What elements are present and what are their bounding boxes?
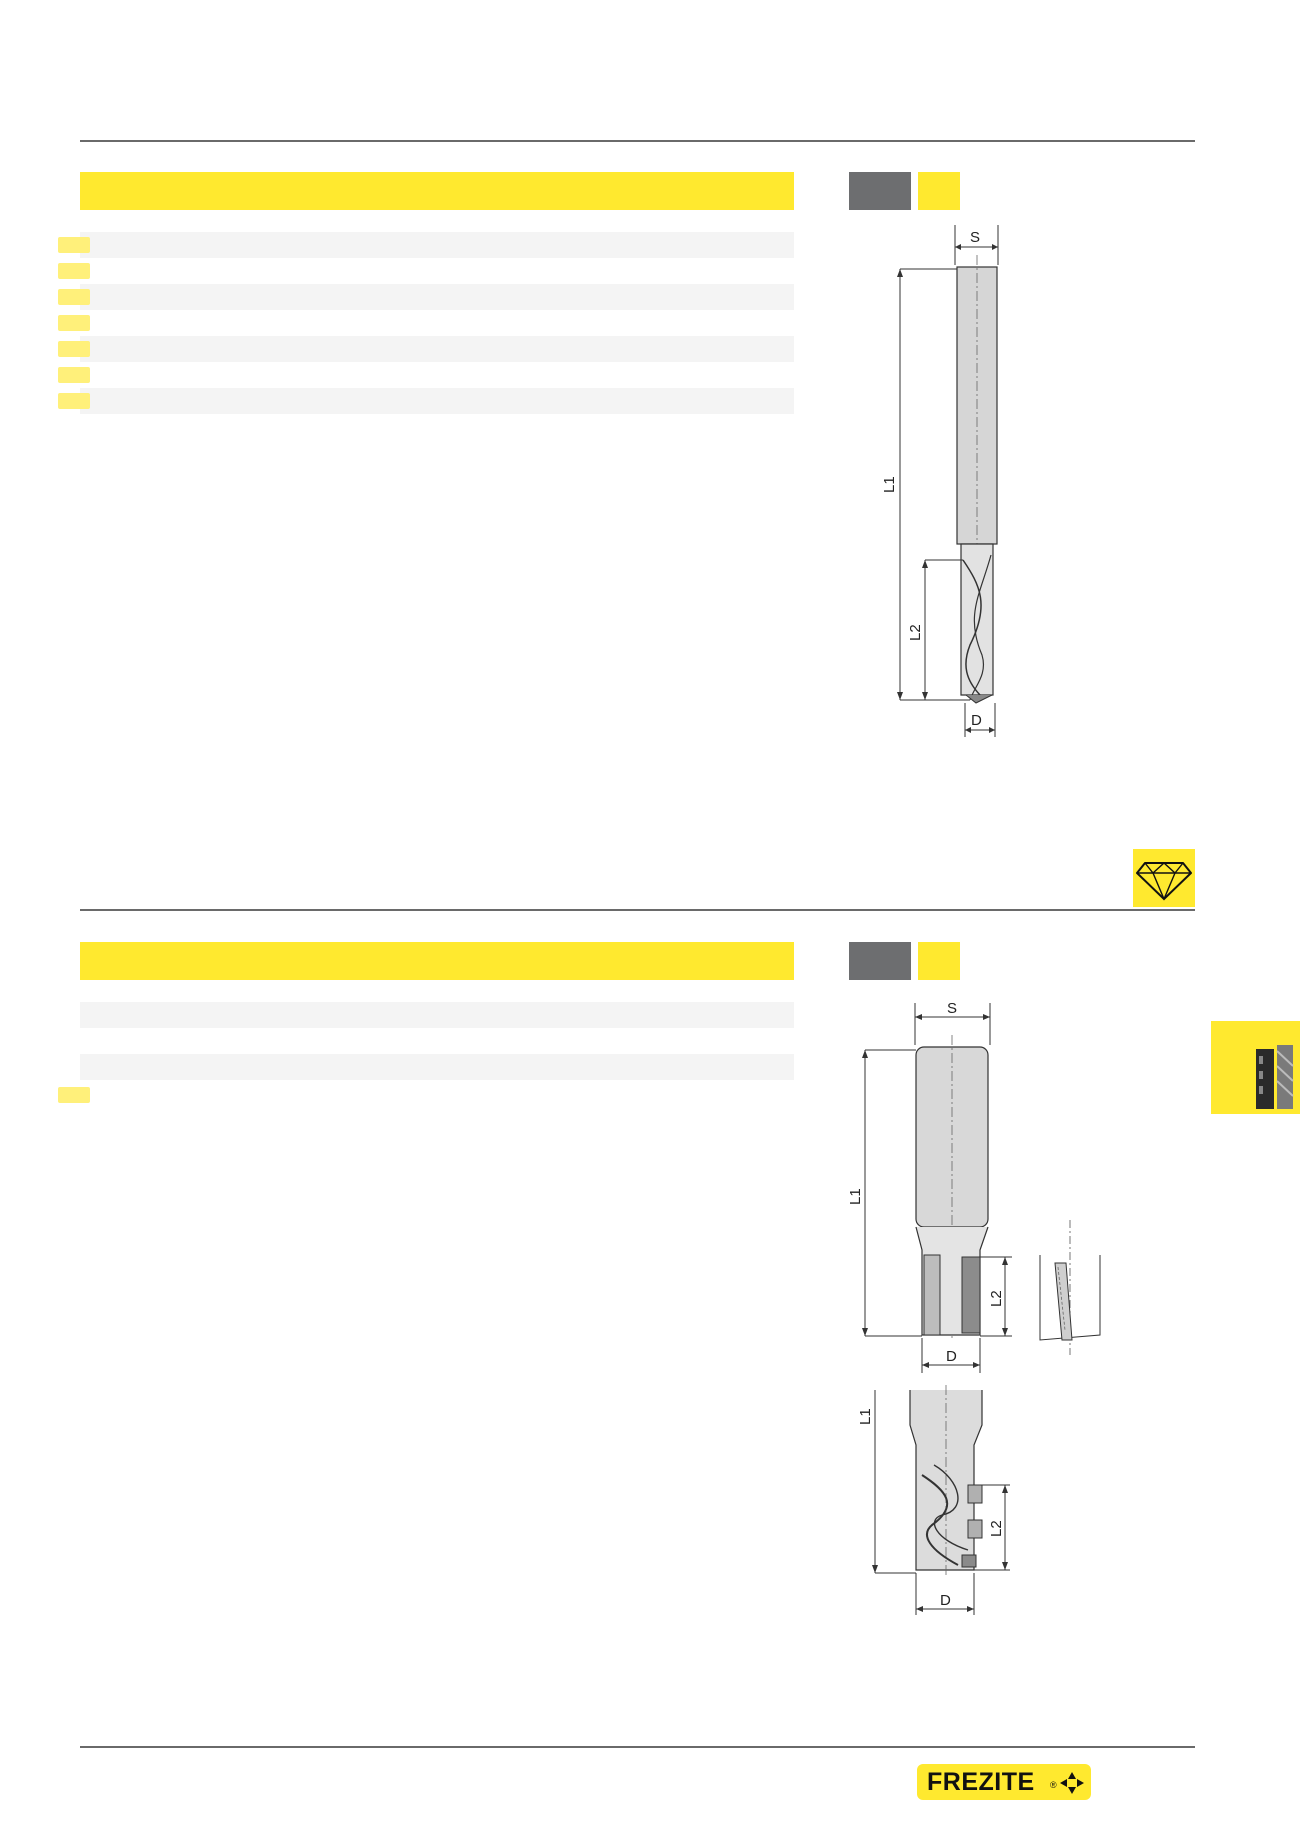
top-rule xyxy=(80,140,1195,142)
router-bit-drawing-3: L1 L2 D xyxy=(857,1385,1010,1615)
router-bit-drawing-2: S L1 L2 D xyxy=(847,1000,1101,1373)
frezite-logo: FREZITE ® xyxy=(917,1764,1091,1800)
dim-label-s2: S xyxy=(947,1000,957,1017)
section2-header-bar xyxy=(80,942,794,980)
section1-header-bar xyxy=(80,172,794,210)
row-badge xyxy=(58,263,90,279)
table-row xyxy=(80,362,794,388)
dim-label-d3: D xyxy=(940,1592,951,1609)
table-row xyxy=(80,1028,794,1054)
table-row xyxy=(80,310,794,336)
logo-arrows-icon xyxy=(1060,1772,1084,1794)
dim-label-d2: D xyxy=(946,1348,957,1365)
row-badge xyxy=(58,367,90,383)
diamond-icon-box xyxy=(1133,849,1195,907)
dim-label-l2-2: L2 xyxy=(988,1290,1005,1307)
dim-label-l1: L1 xyxy=(881,476,898,493)
section1-tag-yellow xyxy=(918,172,960,210)
router-bit-thumbnail xyxy=(1256,1045,1294,1109)
table-row xyxy=(80,388,794,414)
diamond-icon xyxy=(1136,862,1192,901)
table-row xyxy=(80,336,794,362)
table-row xyxy=(80,284,794,310)
footer-rule xyxy=(80,1746,1195,1748)
router-bit-drawing-1: S L1 L2 D xyxy=(881,225,999,737)
row-badge xyxy=(58,315,90,331)
section2-tag-gray xyxy=(849,942,911,980)
table-row xyxy=(80,1054,794,1080)
side-tab[interactable] xyxy=(1211,1021,1300,1114)
row-badge xyxy=(58,393,90,409)
dim-label-l2: L2 xyxy=(907,624,924,641)
section2-tag-yellow xyxy=(918,942,960,980)
dim-label-l1-3: L1 xyxy=(857,1408,874,1425)
dim-label-l2-3: L2 xyxy=(988,1520,1005,1537)
logo-registered: ® xyxy=(1050,1780,1057,1790)
section2-rule xyxy=(80,909,1195,911)
row-badge xyxy=(58,1087,90,1103)
table-row xyxy=(80,1002,794,1028)
table-row xyxy=(80,258,794,284)
row-badge xyxy=(58,289,90,305)
row-badge xyxy=(58,237,90,253)
dim-label-s: S xyxy=(970,229,980,246)
section1-tag-gray xyxy=(849,172,911,210)
dim-label-l1-2: L1 xyxy=(847,1188,864,1205)
table-row xyxy=(80,232,794,258)
row-badge xyxy=(58,341,90,357)
dim-label-d: D xyxy=(971,712,982,729)
logo-text: FREZITE xyxy=(927,1768,1035,1796)
